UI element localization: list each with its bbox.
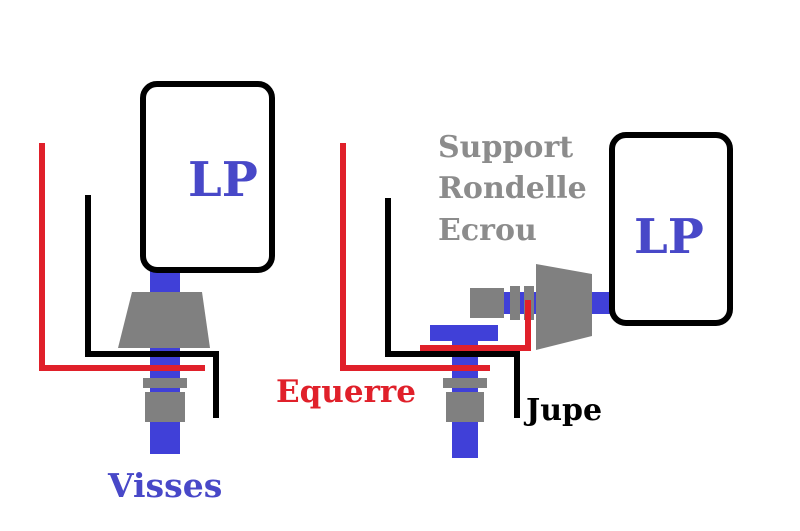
left-screws-label: Visses [107,466,222,505]
right-assembly: LP Support Rondelle Ecrou Equerre Jupe [276,130,733,458]
right-bracket-red [340,143,490,371]
right-lp-box [609,132,733,326]
nut-label: Ecrou [438,213,537,248]
left-nut [145,392,185,422]
left-assembly: LP Visses [39,81,275,505]
left-lp-label: LP [188,152,258,208]
left-support-trapezoid [118,292,210,348]
right-skirt-black [385,198,520,418]
left-skirt-black [85,195,219,418]
right-plate [430,325,498,341]
skirt-label: Jupe [523,393,602,428]
left-lp-box [140,81,275,273]
right-nut [446,392,484,422]
bracket-label: Equerre [276,374,416,410]
right-h-washer [510,286,520,320]
left-bracket-red [39,143,205,371]
right-h-nut [470,288,504,318]
right-washer [443,378,487,388]
right-lp-label: LP [634,209,704,265]
left-washer [143,378,187,388]
right-bracket-red-arm [420,300,531,351]
right-support-trapezoid [536,264,592,350]
support-label: Support [438,130,573,165]
washer-label: Rondelle [438,171,587,206]
